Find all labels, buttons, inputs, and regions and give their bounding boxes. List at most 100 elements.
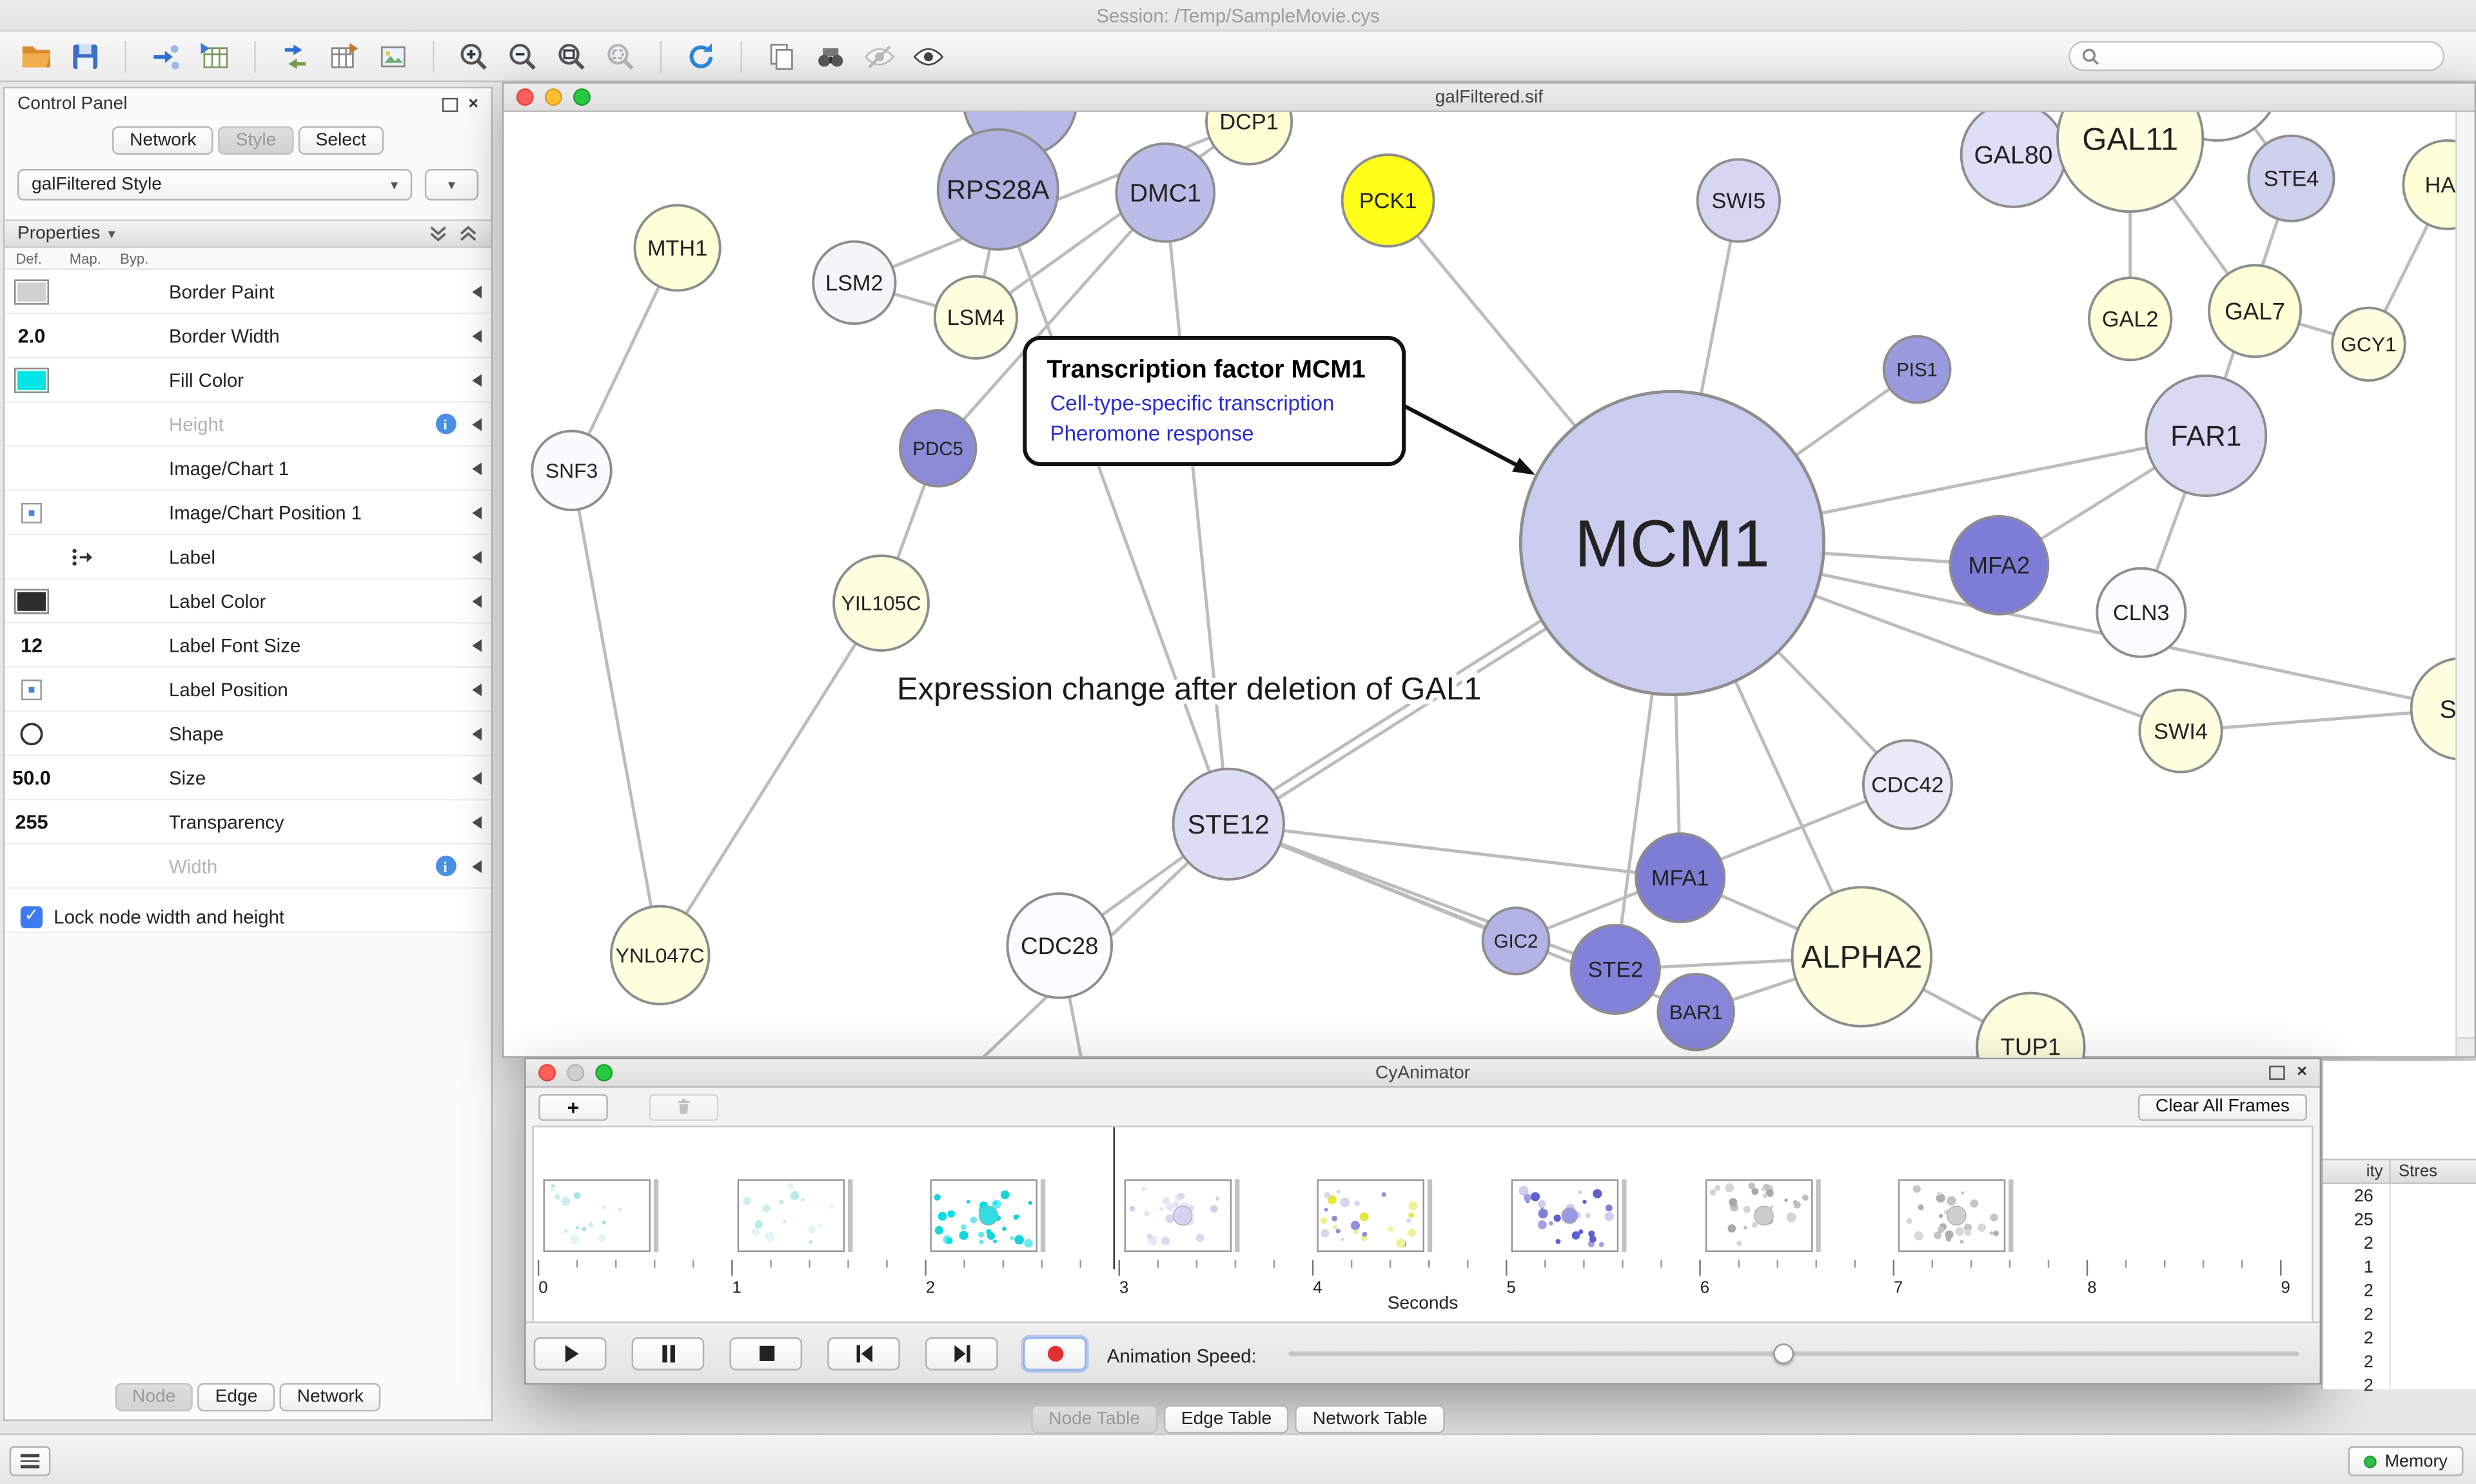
save-button[interactable] — [64, 35, 106, 77]
info-icon[interactable]: i — [435, 413, 456, 434]
panel-tab-network[interactable]: Network — [279, 1383, 381, 1412]
annotation-link[interactable]: Pheromone response — [1050, 422, 1254, 445]
expand-row-icon[interactable] — [472, 638, 482, 652]
timeline-playhead[interactable] — [1114, 1127, 1115, 1269]
tab-style[interactable]: Style — [218, 126, 294, 155]
expand-row-icon[interactable] — [472, 417, 482, 431]
style-options-button[interactable]: ▾ — [424, 169, 479, 201]
tab-network[interactable]: Network — [112, 126, 214, 155]
frame-drag-handle[interactable] — [1622, 1179, 1627, 1253]
properties-header[interactable]: Properties ▾ — [5, 219, 491, 248]
close-window-icon[interactable] — [538, 1064, 556, 1082]
property-row-label-position[interactable]: Label Position — [5, 667, 491, 712]
frame-thumbnail-0[interactable] — [543, 1179, 651, 1253]
network-node-STE2[interactable] — [1569, 924, 1661, 1015]
expand-row-icon[interactable] — [472, 462, 482, 474]
network-node-FAR1[interactable] — [2145, 374, 2268, 497]
network-node-LSM2[interactable] — [812, 240, 897, 326]
lock-size-checkbox[interactable]: ✓ — [20, 905, 43, 928]
network-node-YNL047C[interactable] — [609, 904, 711, 1006]
frame-drag-handle[interactable] — [2009, 1179, 2014, 1253]
zoom-window-icon[interactable] — [573, 88, 591, 106]
expand-row-icon[interactable] — [472, 859, 482, 873]
export-network-button[interactable] — [275, 35, 316, 77]
network-node-MFA2[interactable] — [1949, 514, 2050, 616]
hide-selected-button[interactable] — [859, 35, 900, 77]
frame-thumbnail-7[interactable] — [1898, 1179, 2006, 1253]
close-panel-icon[interactable]: × — [2297, 1062, 2307, 1082]
import-table-button[interactable] — [194, 35, 235, 77]
memory-button[interactable]: Memory — [2348, 1446, 2464, 1476]
search-network-button[interactable] — [810, 35, 851, 77]
network-node-SNF3[interactable] — [531, 429, 613, 511]
column-header[interactable]: Stres — [2389, 1160, 2476, 1183]
network-node-YIL105C[interactable] — [832, 554, 930, 652]
open-folder-button[interactable] — [15, 35, 57, 77]
network-node-STE12[interactable] — [1172, 767, 1285, 881]
property-row-label-color[interactable]: Label Color — [5, 579, 491, 624]
annotation-box[interactable] — [1023, 336, 1406, 467]
network-vertical-scrollbar[interactable] — [2455, 112, 2475, 1057]
frame-thumbnail-1[interactable] — [736, 1179, 845, 1253]
canvas-caption[interactable]: Expression change after deletion of GAL1 — [892, 667, 1486, 712]
table-cell[interactable]: 2 — [2363, 1235, 2373, 1254]
expand-row-icon[interactable] — [472, 727, 482, 740]
stop-button[interactable] — [729, 1337, 803, 1371]
network-node-ALPHA2[interactable] — [1791, 886, 1933, 1028]
network-node-GAL11[interactable] — [2056, 112, 2205, 213]
expand-all-icon[interactable] — [458, 224, 478, 243]
network-edge[interactable] — [936, 191, 1167, 450]
network-node-HAP1[interactable] — [2402, 139, 2459, 231]
column-header[interactable]: ity — [2366, 1162, 2383, 1181]
network-node-STE4[interactable] — [2247, 134, 2335, 222]
default-value[interactable]: 255 — [15, 810, 48, 833]
network-edge[interactable] — [975, 120, 1250, 319]
value-swatch[interactable] — [14, 278, 49, 304]
play-button[interactable] — [533, 1337, 607, 1371]
network-edge[interactable] — [1163, 192, 1230, 825]
panel-tab-node[interactable]: Node — [115, 1383, 193, 1412]
expand-row-icon[interactable] — [472, 285, 482, 298]
float-panel-icon[interactable] — [441, 97, 458, 112]
style-selector[interactable]: galFiltered Style ▾ — [17, 169, 413, 201]
network-window-titlebar[interactable]: galFiltered.sif — [504, 83, 2475, 112]
network-node-LSM4[interactable] — [933, 275, 1019, 360]
table-cell[interactable]: 25 — [2353, 1211, 2373, 1230]
network-node-CDC28[interactable] — [1006, 892, 1114, 999]
network-node-MFA1[interactable] — [1635, 832, 1726, 924]
network-edge[interactable] — [658, 602, 883, 956]
network-edge[interactable] — [1228, 823, 1616, 971]
frame-drag-handle[interactable] — [847, 1179, 852, 1253]
panel-tab-edge[interactable]: Edge — [197, 1383, 275, 1412]
network-node-GCY1[interactable] — [2331, 306, 2406, 382]
frame-thumbnail-2[interactable] — [930, 1179, 1038, 1253]
float-panel-icon[interactable] — [2268, 1066, 2284, 1080]
table-tab-edge-table[interactable]: Edge Table — [1163, 1405, 1290, 1434]
value-swatch[interactable] — [14, 367, 49, 393]
search-input[interactable] — [2108, 46, 2432, 66]
expand-row-icon[interactable] — [472, 594, 482, 607]
network-node-CLN3[interactable] — [2096, 567, 2187, 658]
network-node-SLT2[interactable] — [2410, 657, 2459, 761]
property-row-shape[interactable]: Shape — [5, 712, 491, 757]
default-value[interactable]: 12 — [20, 634, 43, 656]
network-edge[interactable] — [1228, 822, 1681, 880]
default-value[interactable]: 2.0 — [17, 324, 46, 347]
table-cell[interactable]: 2 — [2363, 1352, 2373, 1372]
pause-button[interactable] — [631, 1337, 705, 1371]
frame-thumbnail-5[interactable] — [1511, 1179, 1619, 1253]
panel-toggle-button[interactable] — [9, 1446, 51, 1476]
close-panel-icon[interactable]: × — [468, 93, 479, 113]
add-frame-button[interactable]: + — [538, 1093, 608, 1120]
expand-row-icon[interactable] — [472, 329, 482, 342]
show-all-button[interactable] — [908, 35, 949, 77]
default-value[interactable]: 50.0 — [12, 766, 51, 789]
search-box[interactable] — [2068, 41, 2445, 72]
property-row-image-chart-1[interactable]: Image/Chart 1 — [5, 447, 491, 491]
slider-thumb[interactable] — [1773, 1343, 1794, 1364]
